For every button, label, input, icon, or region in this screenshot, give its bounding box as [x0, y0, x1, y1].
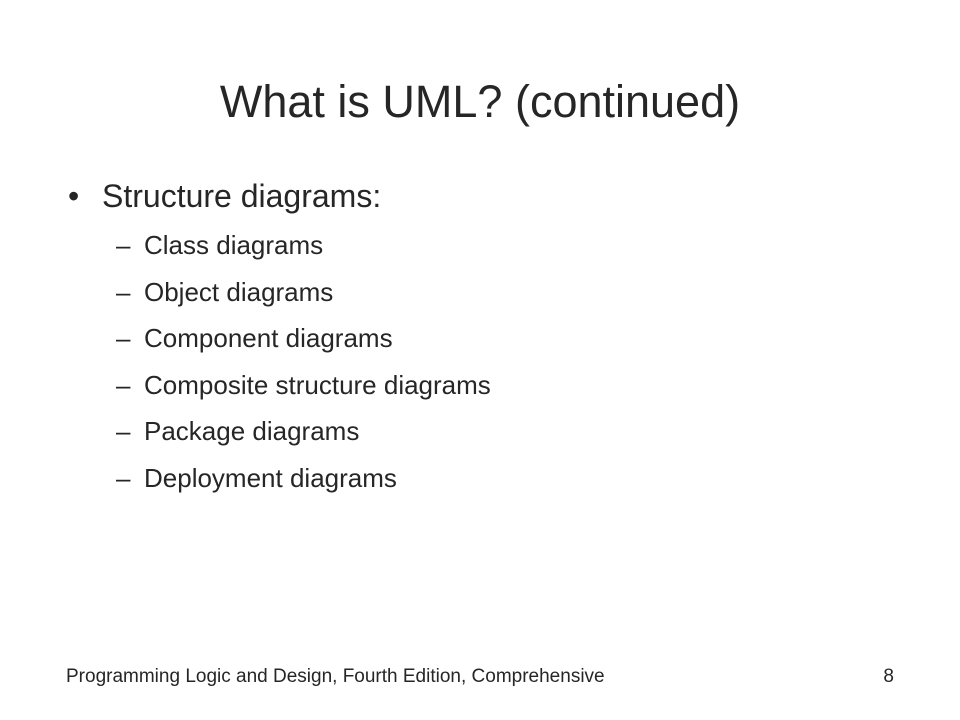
- slide-title: What is UML? (continued): [219, 76, 741, 127]
- dash-marker: –: [116, 276, 131, 307]
- sub-bullet-item: – Deployment diagrams: [116, 463, 898, 510]
- dash-marker: –: [116, 230, 131, 260]
- page-number: 8: [883, 666, 894, 687]
- sub-bullet-item: – Package diagrams: [116, 416, 898, 463]
- sub-bullet-item: – Component diagrams: [116, 323, 898, 370]
- sub-bullet-text: Component diagrams: [144, 323, 393, 353]
- sub-bullet-text: Object diagrams: [144, 276, 334, 307]
- dash-marker: –: [116, 462, 131, 493]
- sub-bullet-list: – Class diagrams – Object diagrams – Com…: [116, 230, 898, 509]
- dash-marker: –: [116, 323, 131, 353]
- slide-content: • Structure diagrams: – Class diagrams –…: [68, 178, 898, 509]
- bullet-text: Structure diagrams:: [102, 178, 382, 214]
- sub-bullet-item: – Composite structure diagrams: [116, 370, 898, 417]
- bullet-item: • Structure diagrams:: [68, 178, 898, 228]
- sub-bullet-text: Deployment diagrams: [144, 462, 397, 493]
- dash-marker: –: [116, 369, 131, 400]
- sub-bullet-text: Composite structure diagrams: [144, 369, 491, 400]
- sub-bullet-item: – Object diagrams: [116, 277, 898, 324]
- sub-bullet-item: – Class diagrams: [116, 230, 898, 277]
- sub-bullet-text: Package diagrams: [144, 416, 360, 446]
- footer-text: Programming Logic and Design, Fourth Edi…: [66, 666, 605, 687]
- dash-marker: –: [116, 416, 131, 446]
- sub-bullet-text: Class diagrams: [144, 230, 324, 260]
- bullet-marker: •: [68, 178, 80, 214]
